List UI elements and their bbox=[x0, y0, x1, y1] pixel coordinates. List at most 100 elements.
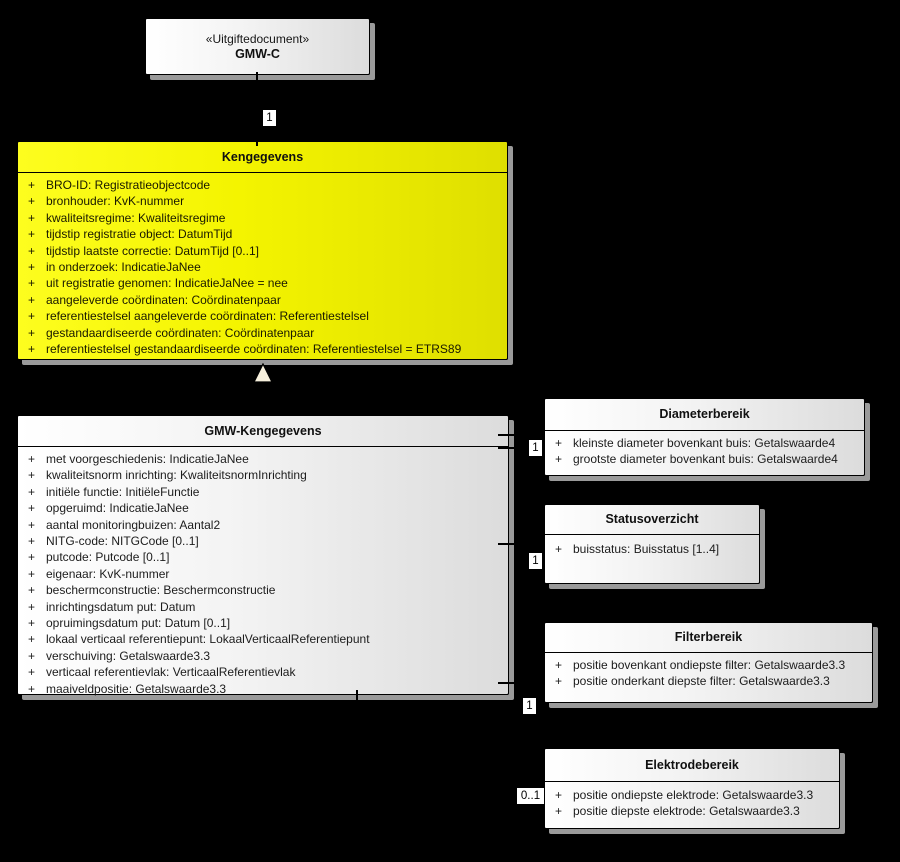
class-elektrodebereik: Elektrodebereik +positie ondiepste elekt… bbox=[544, 748, 840, 829]
visibility-public-symbol: + bbox=[28, 484, 36, 499]
attribute-row: +buisstatus: Buisstatus [1..4] bbox=[545, 541, 759, 557]
attribute-text: maaiveldpositie: Getalswaarde3.3 bbox=[46, 681, 227, 696]
visibility-public-symbol: + bbox=[28, 566, 36, 581]
attribute-row: +initiële functie: InitiëleFunctie bbox=[18, 484, 508, 500]
class-name: Filterbereik bbox=[674, 630, 743, 644]
attribute-text: gestandaardiseerde coördinaten: Coördina… bbox=[46, 325, 315, 340]
attribute-text: kwaliteitsnorm inrichting: Kwaliteitsnor… bbox=[46, 468, 307, 483]
attribute-text: positie onderkant diepste filter: Getals… bbox=[573, 674, 830, 689]
attribute-row: +positie diepste elektrode: Getalswaarde… bbox=[545, 803, 839, 819]
visibility-public-symbol: + bbox=[28, 260, 36, 275]
visibility-public-symbol: + bbox=[28, 243, 36, 258]
attribute-text: opruimingsdatum put: Datum [0..1] bbox=[46, 616, 231, 631]
attribute-row: +referentiestelsel aangeleverde coördina… bbox=[18, 308, 507, 324]
attribute-row: + beschermconstructie: Beschermconstructi… bbox=[18, 582, 508, 598]
attribute-text: bronhouder: KvK-nummer bbox=[46, 194, 185, 209]
attribute-row: + putcode: Putcode [0..1] bbox=[18, 549, 508, 565]
visibility-public-symbol: + bbox=[28, 468, 36, 483]
class-title: Statusoverzicht bbox=[545, 505, 759, 534]
attribute-text: grootste diameter bovenkant buis: Getals… bbox=[573, 452, 838, 467]
class-statusoverzicht: Statusoverzicht +buisstatus: Buisstatus … bbox=[544, 504, 760, 584]
visibility-public-symbol: + bbox=[28, 583, 36, 598]
visibility-public-symbol: + bbox=[28, 210, 36, 225]
attribute-row: +BRO-ID: Registratieobjectcode bbox=[18, 177, 507, 193]
class-gmw-kengegevens: GMW-Kengegevens +met voorgeschiedenis: I… bbox=[17, 415, 509, 697]
attribute-row: +gestandaardiseerde coördinaten: Coördin… bbox=[18, 325, 507, 341]
attribute-text: kleinste diameter bovenkant buis: Getals… bbox=[573, 436, 836, 450]
attribute-text: kwaliteitsregime: Kwaliteitsregime bbox=[46, 210, 226, 225]
association-line-elektrodebereik-horizontal bbox=[356, 795, 544, 797]
attribute-text: verticaal referentievlak: VerticaalRefer… bbox=[46, 665, 296, 680]
attributes-compartment: + kleinste diameter bovenkant buis: Getal… bbox=[545, 430, 864, 468]
attribute-row: + met voorgeschiedenis: IndicatieJaNee bbox=[18, 451, 508, 467]
attribute-row: +positie onderkant diepste filter: Getal… bbox=[545, 673, 872, 689]
class-title: Kengegevens bbox=[18, 142, 507, 172]
attribute-text: uit registratie genomen: IndicatieJaNee … bbox=[46, 276, 288, 291]
attribute-row: + opruimingsdatum put: Datum [0..1] bbox=[18, 615, 508, 631]
attribute-row: +maaiveldpositie: Getalswaarde3.3 bbox=[18, 681, 508, 697]
visibility-public-symbol: + bbox=[28, 665, 36, 680]
attribute-row: + in onderzoek: IndicatieJaNee bbox=[18, 259, 507, 275]
association-line-diameterbereik bbox=[498, 434, 544, 436]
visibility-public-symbol: + bbox=[555, 542, 563, 556]
class-filterbereik: Filterbereik +positie bovenkant ondiepst… bbox=[544, 622, 873, 703]
class-name: Diameterbereik bbox=[659, 407, 750, 421]
multiplicity-label: 1 bbox=[529, 553, 542, 569]
visibility-public-symbol: + bbox=[28, 648, 36, 663]
visibility-public-symbol: + bbox=[555, 436, 563, 450]
attributes-compartment: +buisstatus: Buisstatus [1..4] bbox=[545, 534, 759, 557]
association-line-filterbereik bbox=[498, 682, 544, 684]
class-name: GMW-C bbox=[235, 46, 280, 61]
visibility-public-symbol: + bbox=[28, 227, 36, 242]
attribute-text: tijdstip laatste correctie: DatumTijd [0… bbox=[46, 243, 259, 258]
attribute-row: + verschuiving: Getalswaarde3.3 bbox=[18, 648, 508, 664]
visibility-public-symbol: + bbox=[28, 517, 36, 532]
visibility-public-symbol: + bbox=[28, 342, 36, 357]
attribute-text: positie diepste elektrode: Getalswaarde3… bbox=[573, 804, 800, 819]
class-name: Elektrodebereik bbox=[645, 757, 739, 772]
visibility-public-symbol: + bbox=[28, 599, 36, 614]
visibility-public-symbol: + bbox=[555, 788, 563, 802]
attribute-row: +uit registratie genomen: IndicatieJaNee… bbox=[18, 275, 507, 291]
attribute-text: putcode: Putcode [0..1] bbox=[46, 550, 170, 565]
attributes-compartment: +positie bovenkant ondiepste filter: Get… bbox=[545, 652, 872, 690]
visibility-public-symbol: + bbox=[555, 452, 563, 467]
attribute-row: + verticaal referentievlak: VerticaalRefe… bbox=[18, 664, 508, 680]
attribute-row: +referentiestelsel gestandaardiseerde co… bbox=[18, 341, 507, 357]
attribute-text: in onderzoek: IndicatieJaNee bbox=[46, 260, 201, 275]
attribute-text: beschermconstructie: Beschermconstructie bbox=[46, 583, 276, 598]
attribute-row: +NITG-code: NITGCode [0..1] bbox=[18, 533, 508, 549]
visibility-public-symbol: + bbox=[28, 550, 36, 565]
class-title: Elektrodebereik bbox=[545, 749, 839, 781]
association-line-diameterbereik-2 bbox=[498, 447, 544, 449]
attribute-text: met voorgeschiedenis: IndicatieJaNee bbox=[46, 452, 249, 466]
attribute-text: opgeruimd: IndicatieJaNee bbox=[46, 501, 189, 516]
attribute-row: +lokaal verticaal referentiepunt: Lokaal… bbox=[18, 631, 508, 647]
visibility-public-symbol: + bbox=[28, 501, 36, 516]
attribute-text: inrichtingsdatum put: Datum bbox=[46, 599, 196, 614]
attributes-compartment: + met voorgeschiedenis: IndicatieJaNee + kw… bbox=[18, 446, 508, 697]
attribute-row: + eigenaar: KvK-nummer bbox=[18, 566, 508, 582]
visibility-public-symbol: + bbox=[28, 292, 36, 307]
class-diameterbereik: Diameterbereik + kleinste diameter bovenk… bbox=[544, 398, 865, 476]
class-title: Diameterbereik bbox=[545, 399, 864, 430]
attribute-text: NITG-code: NITGCode [0..1] bbox=[46, 534, 199, 549]
visibility-public-symbol: + bbox=[28, 616, 36, 631]
attribute-text: verschuiving: Getalswaarde3.3 bbox=[46, 648, 211, 663]
association-line-gmwc-kengegevens bbox=[256, 72, 258, 146]
visibility-public-symbol: + bbox=[28, 452, 36, 466]
attribute-row: + opgeruimd: IndicatieJaNee bbox=[18, 500, 508, 516]
association-line-statusoverzicht bbox=[498, 543, 544, 545]
attribute-row: +tijdstip registratie object: DatumTijd bbox=[18, 226, 507, 242]
multiplicity-label: 1 bbox=[263, 110, 276, 126]
attribute-text: eigenaar: KvK-nummer bbox=[46, 566, 170, 581]
attribute-row: + tijdstip laatste correctie: DatumTijd [… bbox=[18, 243, 507, 259]
visibility-public-symbol: + bbox=[28, 194, 36, 209]
attribute-text: positie bovenkant ondiepste filter: Geta… bbox=[573, 658, 846, 672]
class-title: «Uitgiftedocument» GMW-C bbox=[146, 19, 369, 74]
visibility-public-symbol: + bbox=[28, 309, 36, 324]
attribute-row: + grootste diameter bovenkant buis: Getal… bbox=[545, 451, 864, 467]
class-name: Kengegevens bbox=[221, 149, 304, 164]
class-gmw-c: «Uitgiftedocument» GMW-C bbox=[145, 18, 370, 75]
